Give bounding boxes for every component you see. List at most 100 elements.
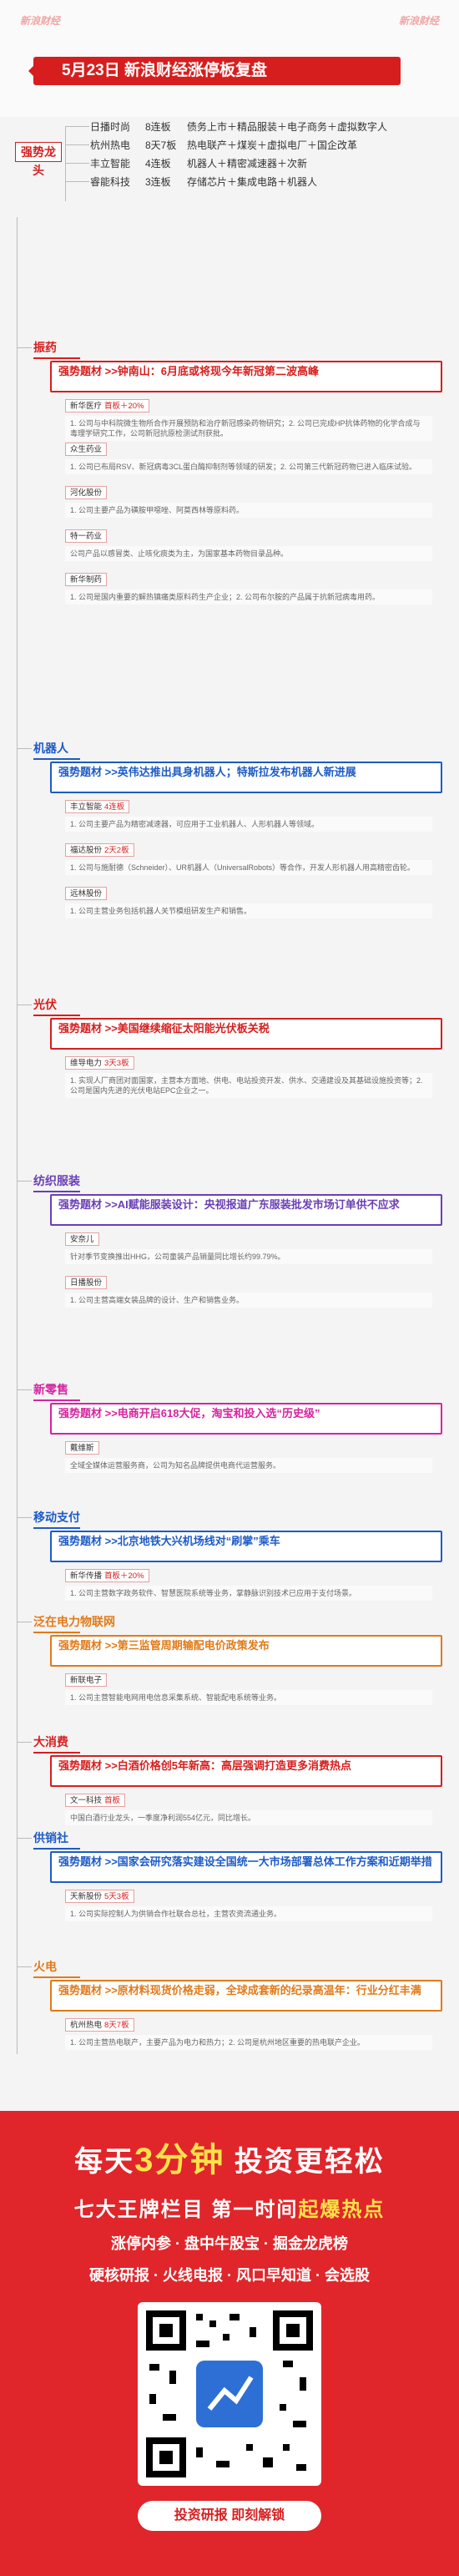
- section-headline[interactable]: 强势题材 >>AI赋能服装设计：央视报道广东服装批发市场订单供不应求: [50, 1194, 442, 1226]
- stock-name: 新华传播: [70, 1571, 103, 1582]
- stock-name: 天新股份: [70, 1892, 103, 1902]
- section-headline[interactable]: 强势题材 >>白酒价格创5年新高：高层强调打造更多消费热点: [50, 1755, 442, 1787]
- stock-detail: 中国白酒行业龙头，一季度净利润554亿元，同比增长。: [65, 1810, 432, 1825]
- strong-leader-theme: 债务上市＋精品服装＋电子商务＋虚拟数字人: [187, 120, 388, 133]
- section-title: 纺织服装: [33, 1174, 80, 1192]
- strong-leader-theme: 机器人＋精密减速器＋次新: [187, 157, 308, 170]
- strong-leader-theme: 存储芯片＋集成电路＋机器人: [187, 175, 318, 188]
- sina-logo-right: 新浪财经: [398, 15, 439, 27]
- stock-detail: 1. 公司主要产品为精密减速器，可应用于工业机器人、人形机器人等领域。: [65, 816, 432, 832]
- stock-detail: 1. 公司主营智能电网用电信息采集系统、智能配电系统等业务。: [65, 1690, 432, 1705]
- header: 新浪财经 新浪财经 5月23日 新浪财经涨停板复盘: [0, 0, 459, 117]
- stock-detail: 1. 公司主要产品为磺胺甲噁唑、阿莫西林等原料药。: [65, 502, 432, 518]
- section-connector: [17, 1389, 32, 1390]
- stock-name: 杭州热电: [70, 2020, 103, 2030]
- stock-name: 特一药业: [70, 531, 103, 541]
- section-headline[interactable]: 强势题材 >>钟南山：6月底或将现今年新冠第二波高峰: [50, 360, 442, 392]
- stock-detail: 1. 公司主营高端女装品牌的设计、生产和销售业务。: [65, 1293, 432, 1308]
- section-connector: [17, 1742, 32, 1743]
- section-title: 供销社: [33, 1831, 80, 1850]
- section-headline[interactable]: 强势题材 >>原材料现货价格走弱，全球成套新的纪录高温年：行业分红丰满: [50, 1979, 442, 2012]
- stock-detail: 1. 公司已布局RSV、新冠病毒3CL蛋白酶抑制剂等领域的研发；2. 公司第三代…: [65, 458, 432, 474]
- section-connector: [17, 347, 32, 348]
- section-headline[interactable]: 强势题材 >>英伟达推出具身机器人；特斯拉发布机器人新进展: [50, 761, 442, 793]
- stock-tag[interactable]: 新华传播首板＋20%: [65, 1569, 149, 1583]
- stock-board-count: 8天7板: [104, 2020, 129, 2030]
- stock-name: 日播股份: [70, 1278, 103, 1288]
- strong-leader-name: 睿能科技: [90, 175, 131, 188]
- section-headline[interactable]: 强势题材 >>国家会研究落实建设全国统一大市场部署总体工作方案和近期举措: [50, 1851, 442, 1884]
- stock-tag[interactable]: 河化股份: [65, 485, 108, 499]
- stock-board-count: 2天2板: [104, 845, 129, 855]
- strong-leader-theme: 热电联产＋煤炭＋虚拟电厂＋国企改革: [187, 139, 358, 151]
- strong-tree-lines: [65, 126, 89, 201]
- stock-tag[interactable]: 戴维斯: [65, 1440, 99, 1455]
- promo-line-4: 硬核研报 · 火线电报 · 风口早知道 · 会选股: [89, 2267, 370, 2284]
- promo-line-1: 每天3分钟 投资更轻松: [74, 2142, 385, 2179]
- stock-detail: 全域全媒体运营服务商，公司为知名品牌提供电商代运营服务。: [65, 1457, 432, 1473]
- stock-board-count: 首板＋20%: [104, 1571, 144, 1582]
- stock-board-count: 首板＋20%: [104, 401, 144, 411]
- stock-name: 远林股份: [70, 888, 103, 898]
- unlock-research-button[interactable]: 投资研报 即刻解锁: [138, 2501, 321, 2531]
- stock-name: 新华医疗: [70, 401, 103, 411]
- stock-tag[interactable]: 远林股份: [65, 886, 108, 900]
- stock-name: 众生药业: [70, 444, 103, 454]
- stock-name: 福达股份: [70, 845, 103, 855]
- strong-leader-name: 杭州热电: [90, 139, 131, 151]
- section-headline[interactable]: 强势题材 >>第三监管周期输配电价政策发布: [50, 1635, 442, 1667]
- stock-board-count: 3天3板: [104, 1058, 129, 1068]
- section-headline[interactable]: 强势题材 >>美国继续缩征太阳能光伏板关税: [50, 1017, 442, 1050]
- stock-name: 安奈儿: [70, 1235, 94, 1244]
- section-connector: [17, 1838, 32, 1840]
- section-title: 移动支付: [33, 1511, 80, 1530]
- stock-tag[interactable]: 新华制药: [65, 572, 108, 586]
- stock-tag[interactable]: 安奈儿: [65, 1232, 99, 1246]
- promo-line-2: 七大王牌栏目 第一时间起爆热点: [73, 2199, 386, 2221]
- strong-leader-name: 丰立智能: [90, 157, 131, 170]
- section-headline[interactable]: 强势题材 >>北京地铁大兴机场线对“刷掌”乘车: [50, 1531, 442, 1563]
- strong-leader-row: 杭州热电 8天7板热电联产＋煤炭＋虚拟电厂＋国企改革: [90, 135, 449, 154]
- qr-code-icon: [146, 2310, 313, 2477]
- stock-name: 文一科技: [70, 1796, 103, 1805]
- strong-leader-boards: 8连板: [145, 120, 171, 133]
- section-connector: [17, 1181, 32, 1182]
- stock-tag[interactable]: 特一药业: [65, 529, 108, 543]
- strong-leader-row: 睿能科技 3连板 存储芯片＋集成电路＋机器人: [90, 172, 449, 190]
- section-title: 振药: [33, 340, 80, 359]
- section-headline[interactable]: 强势题材 >>电商开启618大促，淘宝和投入选“历史级”: [50, 1402, 442, 1435]
- stock-name: 戴维斯: [70, 1443, 94, 1453]
- stock-name: 新华制药: [70, 574, 103, 585]
- stock-detail: 1. 公司主营热电联产，主要产品为电力和热力；2. 公司是杭州地区重要的热电联产…: [65, 2034, 432, 2050]
- qr-code[interactable]: [138, 2302, 321, 2486]
- stock-board-count: 首板: [104, 1796, 121, 1805]
- strong-leader-boards: 3连板: [145, 175, 171, 188]
- strong-leader-boards: 8天7板: [145, 139, 177, 151]
- stock-detail: 1. 公司与中科院微生物所合作开展预防和治疗新冠感染药物研究；2. 公司已完成H…: [65, 415, 432, 441]
- stock-name: 新联电子: [70, 1676, 103, 1685]
- section-title: 泛在电力物联网: [33, 1615, 115, 1633]
- stock-detail: 1. 公司是国内重要的解热镇痛类原料药生产企业；2. 公司布尔胺的产品属于抗新冠…: [65, 589, 432, 605]
- stock-tag[interactable]: 新联电子: [65, 1673, 108, 1687]
- section-connector: [17, 747, 32, 749]
- stock-tag[interactable]: 众生药业: [65, 442, 108, 456]
- stock-tag[interactable]: 文一科技首板: [65, 1794, 126, 1807]
- section-title: 光伏: [33, 997, 80, 1016]
- promo-footer: 每天3分钟 投资更轻松 七大王牌栏目 第一时间起爆热点 涨停内参 · 盘中牛股宝…: [0, 2111, 459, 2576]
- stock-detail: 1. 公司与施耐德（Schneider）、UR机器人（UniversalRobo…: [65, 859, 432, 875]
- stock-tag[interactable]: 日播股份: [65, 1276, 108, 1289]
- stock-board-count: 4连板: [104, 802, 125, 812]
- promo-line-3: 涨停内参 · 盘中牛股宝 · 掘金龙虎榜: [111, 2235, 348, 2252]
- stock-tag[interactable]: 新华医疗首板＋20%: [65, 398, 149, 412]
- stock-name: 维导电力: [70, 1058, 103, 1068]
- section-title: 机器人: [33, 741, 80, 760]
